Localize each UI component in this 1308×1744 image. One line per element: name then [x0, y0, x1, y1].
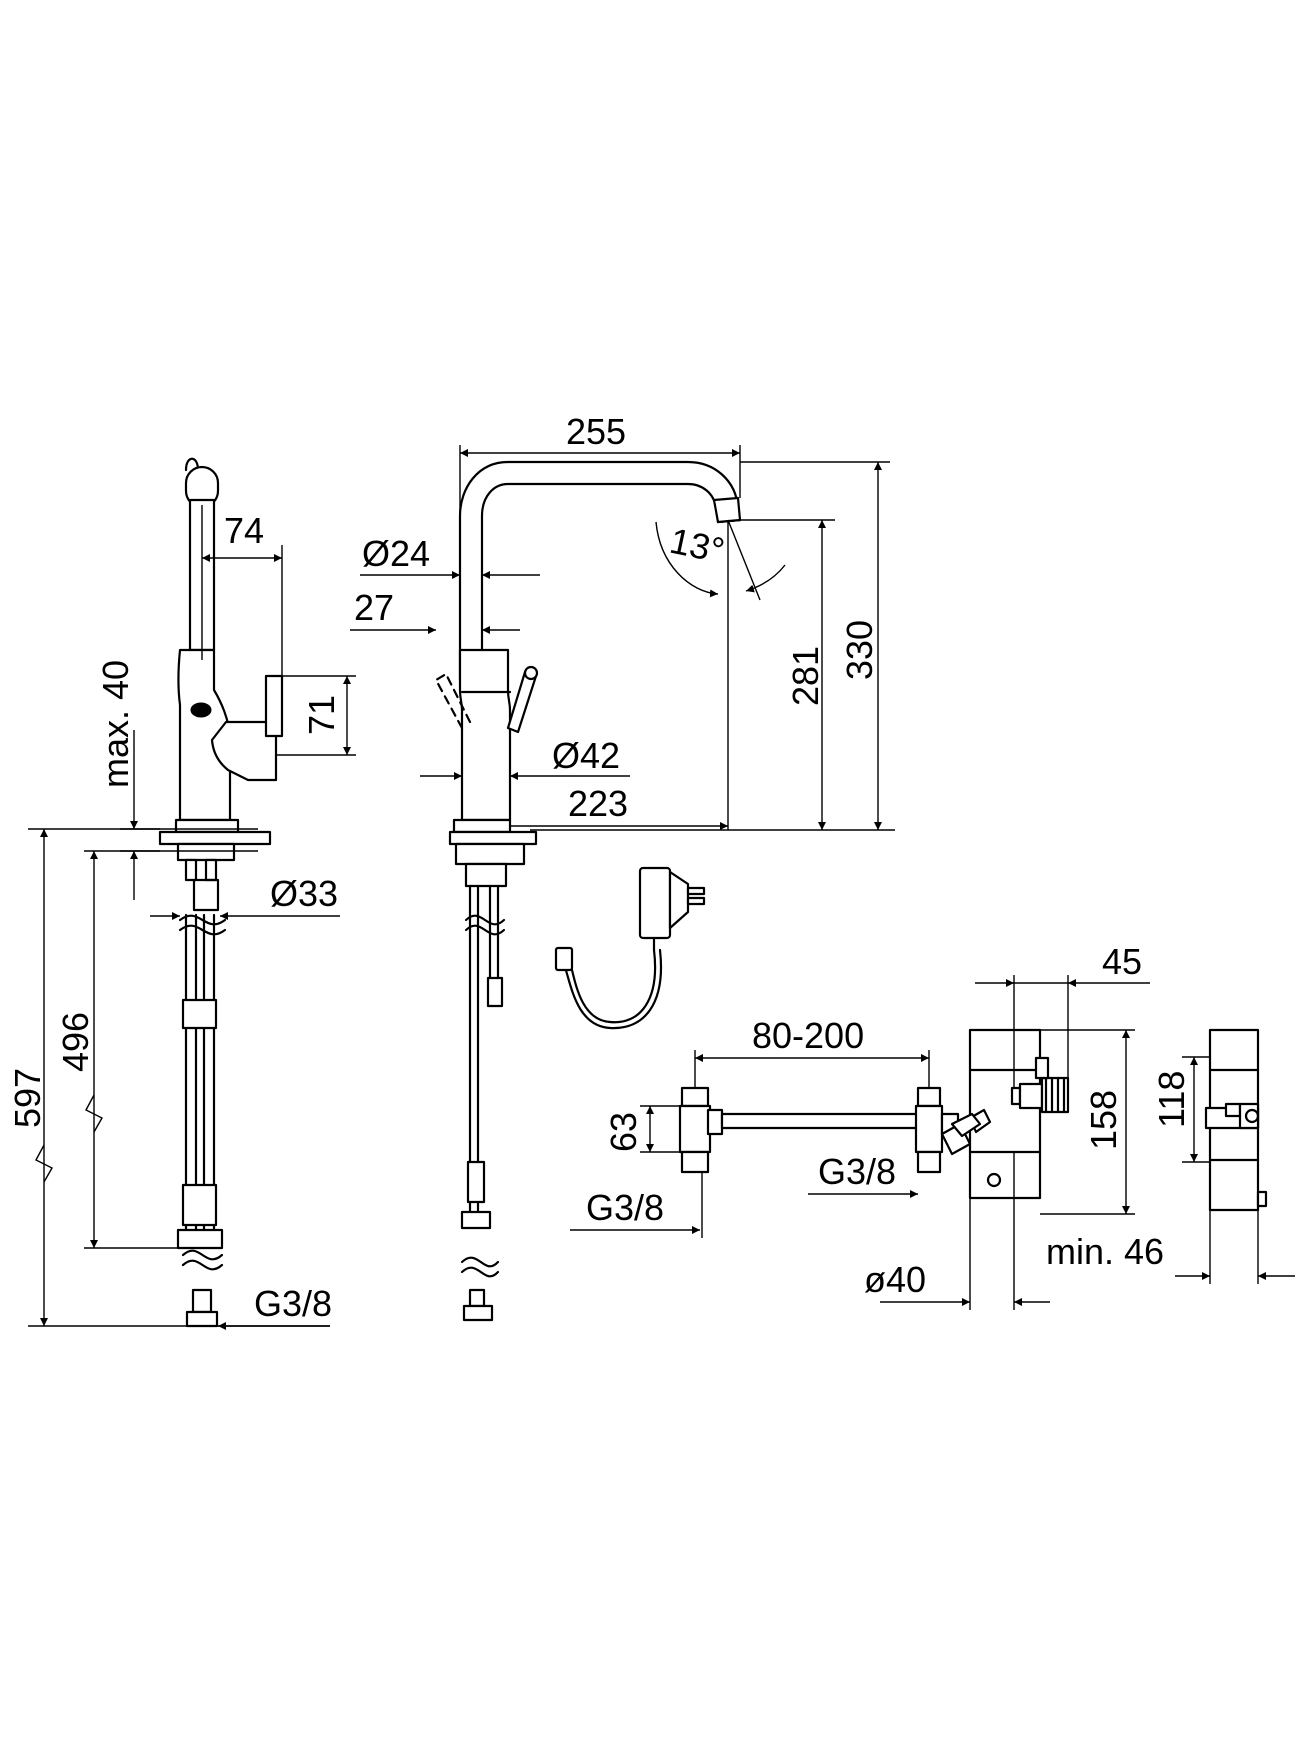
side-view	[434, 460, 742, 1322]
front-view	[158, 457, 284, 1328]
dim-63: 63	[603, 1112, 644, 1152]
dim-80-200: 80-200	[752, 1015, 864, 1056]
dim-dia-40: ø40	[864, 1259, 926, 1300]
control-box-dimensions: 118 min. 46	[1046, 1056, 1295, 1284]
dim-min-46: min. 46	[1046, 1231, 1164, 1272]
label-g38-low: G3/8	[586, 1187, 664, 1228]
dim-74: 74	[224, 510, 264, 551]
dim-597: 597	[7, 1068, 48, 1128]
control-box-side	[1204, 1028, 1268, 1212]
power-adapter	[554, 866, 706, 1030]
front-dimensions: 74 max. 40 71 Ø33 597 496 G3/8	[7, 505, 356, 1330]
dim-dia-42: Ø42	[552, 735, 620, 776]
dim-45: 45	[1102, 941, 1142, 982]
dim-281: 281	[785, 646, 826, 706]
valve-dimensions: 80-200 63 G3/8 G3/8 45 158 ø40	[570, 941, 1150, 1310]
label-g38-front: G3/8	[254, 1283, 332, 1324]
dim-255: 255	[566, 411, 626, 452]
dim-71: 71	[301, 695, 342, 735]
sensor-icon	[190, 702, 212, 718]
dim-158: 158	[1083, 1090, 1124, 1150]
dim-angle-13: 13°	[666, 520, 728, 571]
dim-27: 27	[354, 587, 394, 628]
dim-223: 223	[568, 783, 628, 824]
dim-118: 118	[1151, 1071, 1192, 1128]
dim-496: 496	[55, 1012, 96, 1072]
dim-max-40: max. 40	[95, 660, 136, 788]
dim-dia-33: Ø33	[270, 873, 338, 914]
label-g38-mid: G3/8	[818, 1151, 896, 1192]
valve-assembly	[678, 1028, 1070, 1200]
dim-dia-24: Ø24	[362, 533, 430, 574]
dim-330: 330	[839, 620, 880, 680]
side-dimensions: 255 Ø24 27 Ø42 223 13° 281 330	[350, 411, 895, 831]
